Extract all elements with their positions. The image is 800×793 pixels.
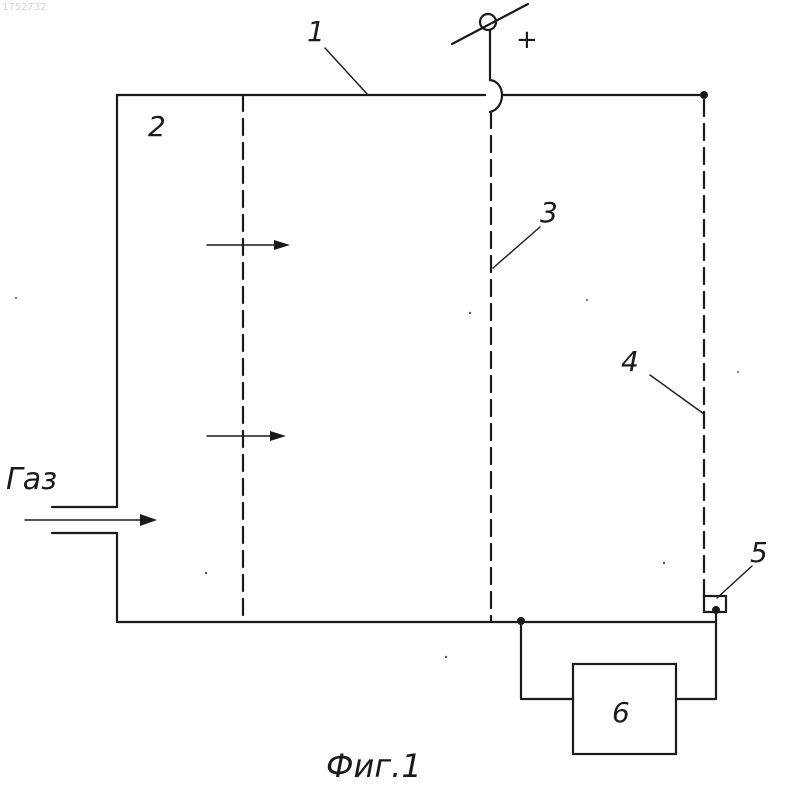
junction-dot-sensor — [712, 606, 720, 614]
junction-dot-left — [517, 617, 525, 625]
leader-5 — [717, 566, 752, 598]
wire-right — [676, 610, 716, 699]
label-housing: 1 — [307, 15, 325, 48]
corner-mark: 1752732 — [2, 2, 47, 13]
inlet-arrow-head — [140, 514, 157, 526]
polarity-sign: + — [516, 25, 538, 55]
label-electrode: 3 — [540, 196, 558, 229]
leader-lines — [325, 48, 752, 598]
label-sensor: 5 — [750, 536, 768, 569]
measurement-unit — [517, 606, 720, 754]
figure-caption: Фиг.1 — [326, 747, 422, 785]
electrode-crossover — [490, 80, 502, 112]
flow-arrow-upper-head — [274, 240, 290, 250]
flow-arrow-lower-head — [270, 431, 286, 441]
label-unit: 6 — [612, 696, 630, 729]
distribution-grid — [207, 95, 290, 622]
gas-inlet — [25, 507, 157, 533]
leader-1 — [325, 48, 368, 95]
electrode — [452, 4, 528, 622]
gas-label: Газ — [6, 462, 57, 497]
label-grid: 4 — [621, 345, 639, 378]
leader-4 — [650, 375, 704, 414]
junction-dot-top — [700, 91, 708, 99]
label-chamber: 2 — [148, 110, 166, 143]
leader-3 — [493, 227, 540, 268]
wire-left — [521, 622, 573, 699]
